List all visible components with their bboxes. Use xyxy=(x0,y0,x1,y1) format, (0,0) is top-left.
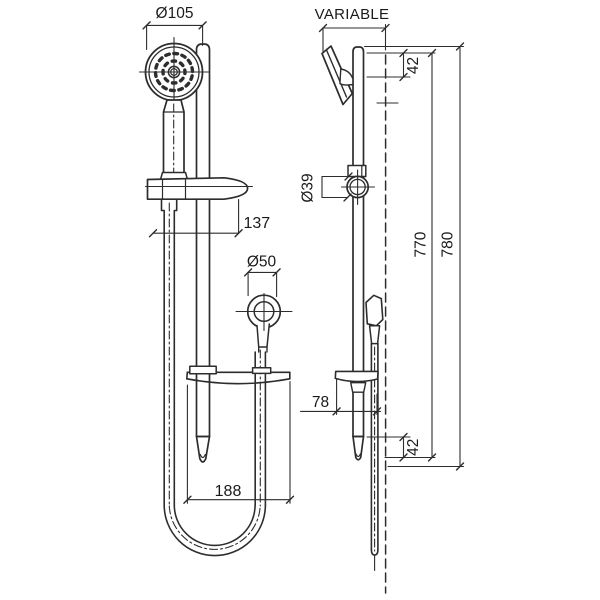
front-dimension-labels: Ø105 137 Ø50 188 xyxy=(156,5,277,500)
side-dimensions xyxy=(299,23,465,471)
hose-centerline-bend xyxy=(168,505,261,550)
nozzle-ring-outer xyxy=(153,51,195,93)
wall-elbow-side xyxy=(365,294,384,345)
shower-head-front xyxy=(138,36,211,110)
dim-dish-depth-label: 78 xyxy=(312,394,329,411)
head-pivot xyxy=(339,68,354,86)
dim-dish-width-label: 188 xyxy=(215,483,242,500)
side-dimension-labels: VARIABLE 42 Ø39 770 780 78 42 xyxy=(300,6,457,456)
dim-overall-length-label: 780 xyxy=(440,231,457,257)
soap-dish-front xyxy=(186,365,291,385)
rail-front xyxy=(195,43,211,463)
dim-variable-label: VARIABLE xyxy=(315,6,390,23)
dim-elbow-diameter-label: Ø50 xyxy=(247,254,277,271)
dim-top-offset-label: 42 xyxy=(405,57,422,74)
dim-inner-length-label: 770 xyxy=(413,231,430,257)
slider-bracket-front xyxy=(144,171,254,201)
hose-front xyxy=(160,198,267,557)
dim-slider-offset-label: 137 xyxy=(244,215,271,232)
wall-elbow-front xyxy=(235,292,293,353)
rail-side xyxy=(352,46,365,461)
shower-head-side xyxy=(321,45,354,106)
slider-bracket-side xyxy=(340,164,376,206)
front-view: Ø105 137 Ø50 188 xyxy=(138,5,295,557)
side-view: VARIABLE 42 Ø39 770 780 78 42 xyxy=(299,6,465,594)
dim-slider-diameter-label: Ø39 xyxy=(300,173,317,202)
handle-front xyxy=(162,99,185,182)
dim-head-diameter-label: Ø105 xyxy=(156,5,194,22)
nozzle-ring-inner xyxy=(161,59,187,85)
front-dimensions xyxy=(142,21,295,504)
dim-bottom-offset-label: 42 xyxy=(405,439,422,456)
soap-dish-side xyxy=(334,370,379,393)
